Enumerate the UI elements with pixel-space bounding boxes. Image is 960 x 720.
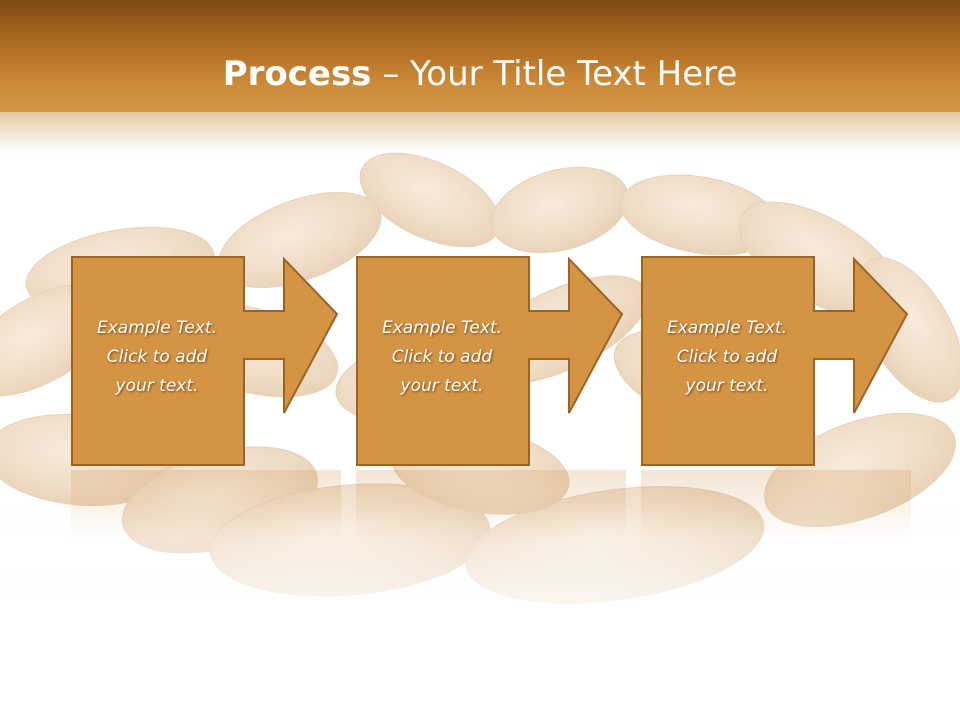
process-box [71,256,339,466]
step-text: Example Text. Click to add your text. [71,314,243,401]
step-text-line: Click to add [106,347,208,367]
step-reflection [641,470,911,540]
process-box [356,256,624,466]
step-text-line: your text. [685,376,769,396]
step-text-line: Click to add [676,347,778,367]
step-text-line: Example Text. [96,318,218,338]
step-text: Example Text. Click to add your text. [641,314,813,401]
step-reflection [71,470,341,540]
step-text: Example Text. Click to add your text. [356,314,528,401]
process-step-1[interactable]: Example Text. Click to add your text. [71,256,339,466]
title-bar-fade [0,112,960,152]
slide-title[interactable]: Process – Your Title Text Here [0,52,960,96]
title-bar [0,0,960,112]
title-rest-part: – Your Title Text Here [371,54,738,94]
step-reflection [356,470,626,540]
title-bold-part: Process [222,54,372,94]
step-text-line: Example Text. [666,318,788,338]
step-text-line: your text. [400,376,484,396]
process-step-3[interactable]: Example Text. Click to add your text. [641,256,909,466]
step-text-line: your text. [115,376,199,396]
process-box [641,256,909,466]
step-text-line: Click to add [391,347,493,367]
step-text-line: Example Text. [381,318,503,338]
process-step-2[interactable]: Example Text. Click to add your text. [356,256,624,466]
